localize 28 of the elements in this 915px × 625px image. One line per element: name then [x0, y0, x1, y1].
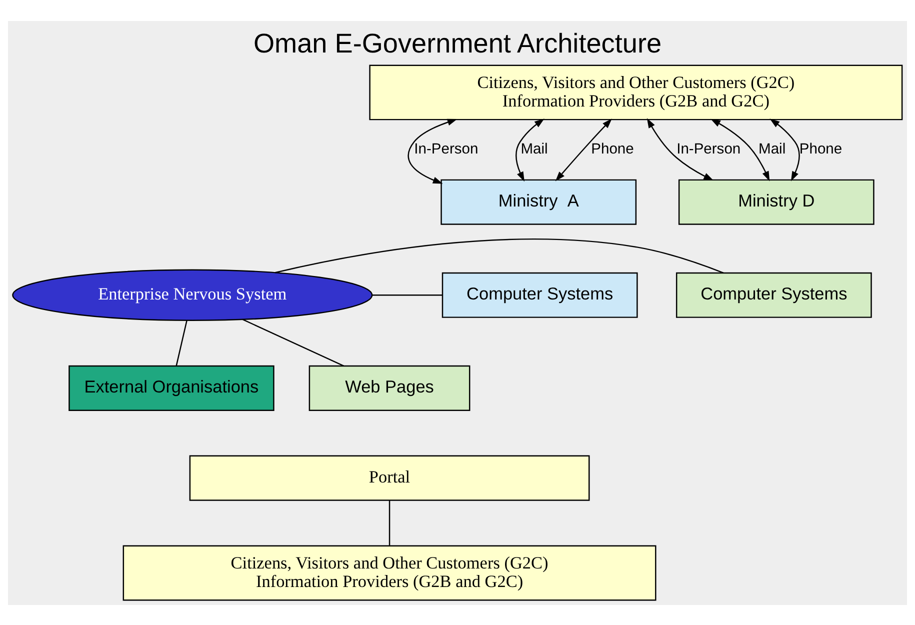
connector: [388, 500, 390, 546]
edge-label: Phone: [591, 141, 634, 158]
edge-label: Mail: [520, 141, 548, 158]
arrow: [408, 118, 458, 184]
node-ellipse: Enterprise Nervous System: [12, 268, 373, 321]
arrow: [770, 118, 800, 181]
edge-label: In-Person: [676, 141, 741, 158]
edge-label: Phone: [799, 141, 842, 158]
connector: [176, 320, 188, 366]
node-box: Ministry A: [440, 178, 637, 224]
node-box: Computer Systems: [676, 272, 872, 318]
node-box: Computer Systems: [442, 272, 638, 318]
connector: [274, 238, 724, 273]
arrow: [710, 118, 770, 181]
diagram-title: Oman E-Government Architecture: [253, 27, 662, 58]
arrow: [555, 118, 612, 181]
edge-label: Mail: [758, 141, 786, 158]
node-box: Citizens, Visitors and Other Customers (G2C) Information Providers (G2B and G2C): [369, 64, 903, 120]
edge-label: In-Person: [414, 141, 478, 158]
node-box: Web Pages: [308, 364, 470, 410]
node-box: Citizens, Visitors and Other Customers (G2C) Information Providers (G2B and G2C): [122, 544, 656, 600]
arrow: [516, 118, 544, 182]
node-box: Portal: [189, 454, 590, 500]
connector: [242, 318, 344, 366]
arrow: [646, 118, 714, 180]
node-box: External Organisations: [68, 364, 274, 410]
node-box: Ministry D: [678, 178, 874, 224]
connector: [372, 294, 442, 296]
